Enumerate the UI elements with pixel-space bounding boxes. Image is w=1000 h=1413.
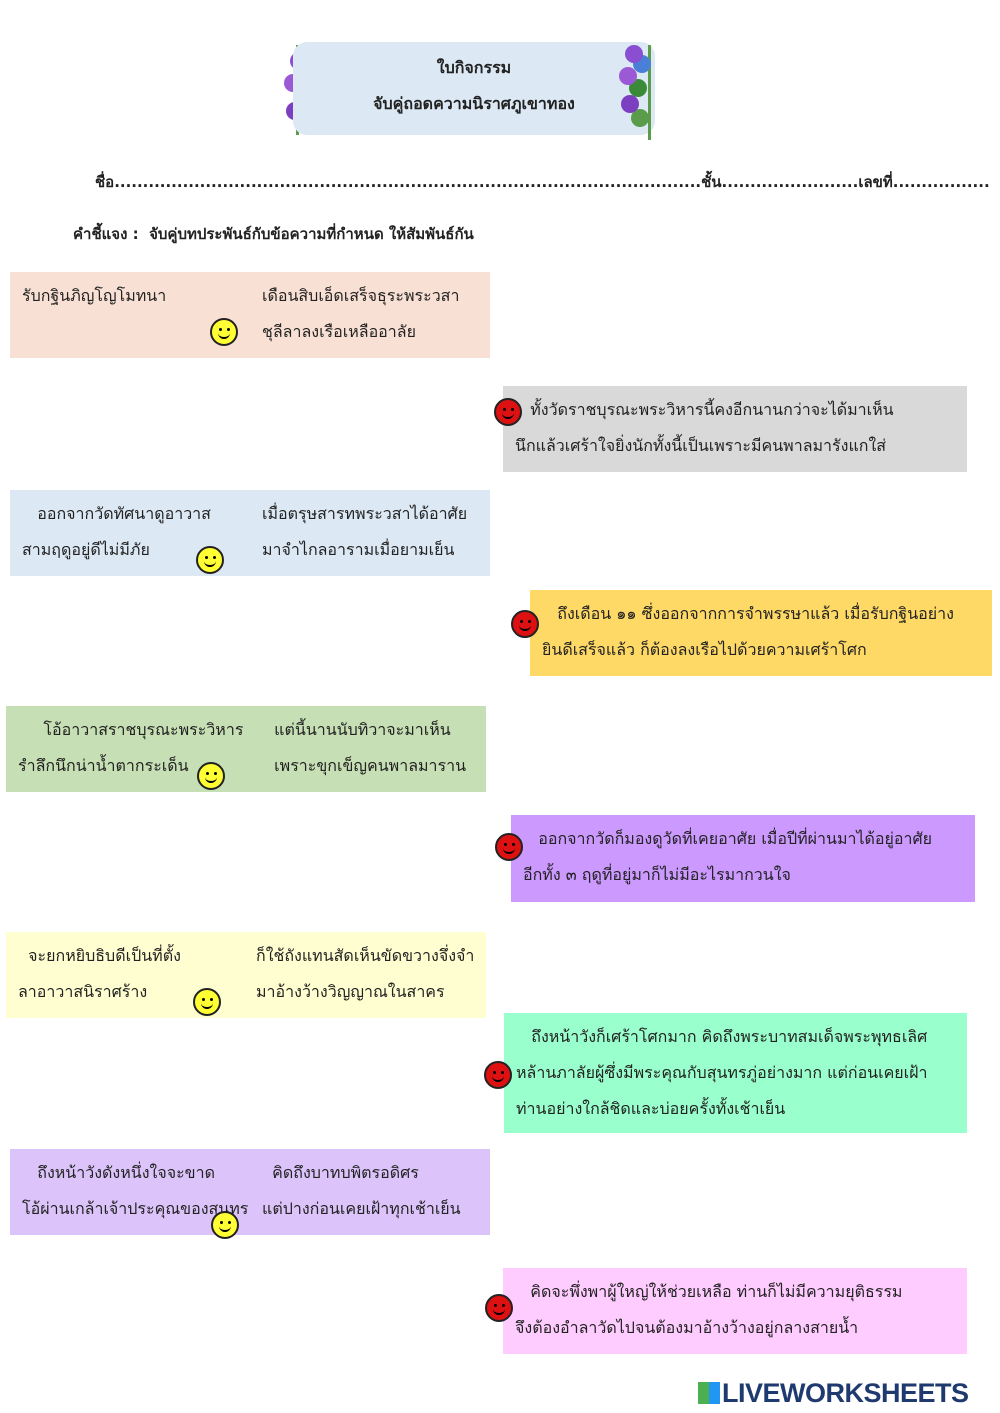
yellow-smiley-match-point-icon[interactable]	[193, 988, 221, 1016]
meaning-line: อีกทั้ง ๓ ฤดูที่อยู่มาก็ไม่มีอะไรมากวนใจ	[523, 865, 791, 884]
yellow-smiley-match-point-icon[interactable]	[211, 1211, 239, 1239]
poem-card[interactable]: จะยกหยิบธิบดีเป็นที่ตั้งลาอาวาสนิราศร้าง…	[6, 932, 486, 1018]
red-smiley-match-point-icon[interactable]	[511, 610, 539, 638]
poem-right-verse: แต่นี้นานนับทิวาจะมาเห็น เพราะขุกเข็ญคนพ…	[264, 712, 466, 784]
verse-line: เพราะขุกเข็ญคนพาลมาราน	[264, 756, 467, 775]
meaning-card[interactable]: ถึงหน้าวังก็เศร้าโศกมาก คิดถึงพระบาทสมเด…	[504, 1013, 967, 1133]
liveworksheets-logo: LIVEWORKSHEETS	[698, 1378, 969, 1409]
meaning-line: นึกแล้วเศร้าใจยิ่งนักทั้งนี้เป็นเพราะมีค…	[515, 436, 887, 455]
student-info-line: ชื่อ....................................…	[95, 170, 990, 194]
red-smiley-match-point-icon[interactable]	[484, 1061, 512, 1089]
meaning-line: คิดจะพึ่งพาผู้ใหญ่ให้ช่วยเหลือ ท่านก็ไม่…	[515, 1282, 903, 1301]
poem-left-verse: ออกจากวัดทัศนาดูอาวาสสามฤดูอยู่ดีไม่มีภั…	[22, 496, 211, 568]
verse-line: ออกจากวัดทัศนาดูอาวาส	[22, 504, 211, 523]
name-field[interactable]: ชื่อ....................................…	[95, 173, 702, 191]
verse-line: จะยกหยิบธิบดีเป็นที่ตั้ง	[18, 946, 181, 965]
poem-left-verse: จะยกหยิบธิบดีเป็นที่ตั้งลาอาวาสนิราศร้าง	[18, 938, 181, 1010]
verse-line: ลาอาวาสนิราศร้าง	[18, 982, 148, 1001]
meaning-line: จึงต้องอำลาวัดไปจนต้องมาอ้างว้างอยู่กลาง…	[515, 1318, 859, 1337]
verse-line: ก็ใช้ถังแทนสัดเห็นขัดขวางจึ่งจำ	[256, 946, 475, 965]
header-title: ใบกิจกรรม	[436, 58, 512, 77]
verse-line: คิดถึงบาทบพิตรอดิศร	[262, 1163, 419, 1182]
meaning-card[interactable]: ออกจากวัดก็มองดูวัดที่เคยอาศัย เมื่อปีที…	[511, 815, 975, 902]
logo-text: LIVEWORKSHEETS	[722, 1378, 969, 1408]
red-smiley-match-point-icon[interactable]	[494, 398, 522, 426]
instruction-text: จับคู่บทประพันธ์กับข้อความที่กำหนด ให้สั…	[149, 225, 474, 243]
verse-line: ชุลีลาลงเรือเหลืออาลัย	[262, 322, 416, 341]
poem-right-verse: คิดถึงบาทบพิตรอดิศรแต่ปางก่อนเคยเฝ้าทุกเ…	[262, 1155, 461, 1227]
poem-right-verse: เมื่อตรุษสารทพระวสาได้อาศัยมาจำไกลอารามเ…	[262, 496, 467, 568]
verse-line: โอ้อาวาสราชบุรณะพระวิหาร	[18, 720, 244, 739]
meaning-line: ออกจากวัดก็มองดูวัดที่เคยอาศัย เมื่อปีที…	[523, 829, 933, 848]
verse-line: สามฤดูอยู่ดีไม่มีภัย	[22, 540, 150, 559]
poem-left-verse: โอ้อาวาสราชบุรณะพระวิหารรำลึกนึกน่าน้ำตา…	[18, 712, 243, 784]
instruction: คำชี้แจง : จับคู่บทประพันธ์กับข้อความที่…	[73, 222, 474, 246]
yellow-smiley-match-point-icon[interactable]	[196, 546, 224, 574]
meaning-card[interactable]: ทั้งวัดราชบุรณะพระวิหารนี้คงอีกนานกว่าจะ…	[503, 386, 967, 472]
instruction-label: คำชี้แจง :	[73, 225, 139, 243]
flower-decoration-right	[625, 45, 643, 63]
meaning-line: ท่านอย่างใกล้ชิดและบ่อยครั้งทั้งเช้าเย็น	[516, 1099, 786, 1118]
poem-card[interactable]: ถึงหน้าวังดังหนึ่งใจจะขาดโอ้ผ่านเกล้าเจ้…	[10, 1149, 490, 1235]
poem-right-verse: ก็ใช้ถังแทนสัดเห็นขัดขวางจึ่งจำมาอ้างว้า…	[256, 938, 474, 1010]
number-field[interactable]: เลขที่.................	[858, 173, 990, 191]
meaning-card[interactable]: ถึงเดือน ๑๑ ซึ่งออกจากการจำพรรษาแล้ว เมื…	[530, 590, 992, 676]
meaning-line: ถึงเดือน ๑๑ ซึ่งออกจากการจำพรรษาแล้ว เมื…	[542, 604, 954, 623]
poem-left-verse: ถึงหน้าวังดังหนึ่งใจจะขาดโอ้ผ่านเกล้าเจ้…	[22, 1155, 248, 1227]
verse-line: มาอ้างว้างวิญญาณในสาคร	[256, 982, 445, 1001]
poem-left-verse: รับกฐินภิญโญโมทนา	[22, 278, 166, 314]
class-field[interactable]: ชั้น........................	[701, 173, 859, 191]
logo-mark-icon	[698, 1382, 720, 1404]
red-smiley-match-point-icon[interactable]	[485, 1294, 513, 1322]
poem-card[interactable]: รับกฐินภิญโญโมทนา เดือนสิบเอ็ดเสร็จธุระพร…	[10, 272, 490, 358]
verse-line: ถึงหน้าวังดังหนึ่งใจจะขาด	[22, 1163, 215, 1182]
verse-line: เดือนสิบเอ็ดเสร็จธุระพระวสา	[262, 286, 460, 305]
verse-line: แต่ปางก่อนเคยเฝ้าทุกเช้าเย็น	[262, 1199, 461, 1218]
meaning-line: หล้านภาลัยผู้ซึ่งมีพระคุณกับสุนทรภู่อย่า…	[516, 1063, 928, 1082]
header-banner: ใบกิจกรรม จับคู่ถอดความนิราศภูเขาทอง	[293, 42, 655, 135]
verse-line: มาจำไกลอารามเมื่อยามเย็น	[262, 540, 455, 559]
verse-line: โอ้ผ่านเกล้าเจ้าประคุณของสุนทร	[22, 1199, 249, 1218]
yellow-smiley-match-point-icon[interactable]	[210, 318, 238, 346]
poem-right-verse: เดือนสิบเอ็ดเสร็จธุระพระวสาชุลีลาลงเรือเ…	[262, 278, 459, 350]
verse-line: รำลึกนึกน่าน้ำตากระเด็น	[18, 756, 189, 775]
verse-line: รับกฐินภิญโญโมทนา	[22, 286, 167, 305]
poem-card[interactable]: ออกจากวัดทัศนาดูอาวาสสามฤดูอยู่ดีไม่มีภั…	[10, 490, 490, 576]
header-subtitle: จับคู่ถอดความนิราศภูเขาทอง	[373, 94, 575, 113]
vine-decoration-right	[648, 45, 651, 140]
meaning-line: ทั้งวัดราชบุรณะพระวิหารนี้คงอีกนานกว่าจะ…	[515, 400, 894, 419]
red-smiley-match-point-icon[interactable]	[495, 833, 523, 861]
verse-line: เมื่อตรุษสารทพระวสาได้อาศัย	[262, 504, 468, 523]
meaning-line: ยินดีเสร็จแล้ว ก็ต้องลงเรือไปด้วยความเศร…	[542, 640, 867, 659]
meaning-line: ถึงหน้าวังก็เศร้าโศกมาก คิดถึงพระบาทสมเด…	[516, 1027, 928, 1046]
poem-card[interactable]: โอ้อาวาสราชบุรณะพระวิหารรำลึกนึกน่าน้ำตา…	[6, 706, 486, 792]
yellow-smiley-match-point-icon[interactable]	[197, 762, 225, 790]
meaning-card[interactable]: คิดจะพึ่งพาผู้ใหญ่ให้ช่วยเหลือ ท่านก็ไม่…	[503, 1268, 967, 1354]
verse-line: แต่นี้นานนับทิวาจะมาเห็น	[264, 720, 451, 739]
